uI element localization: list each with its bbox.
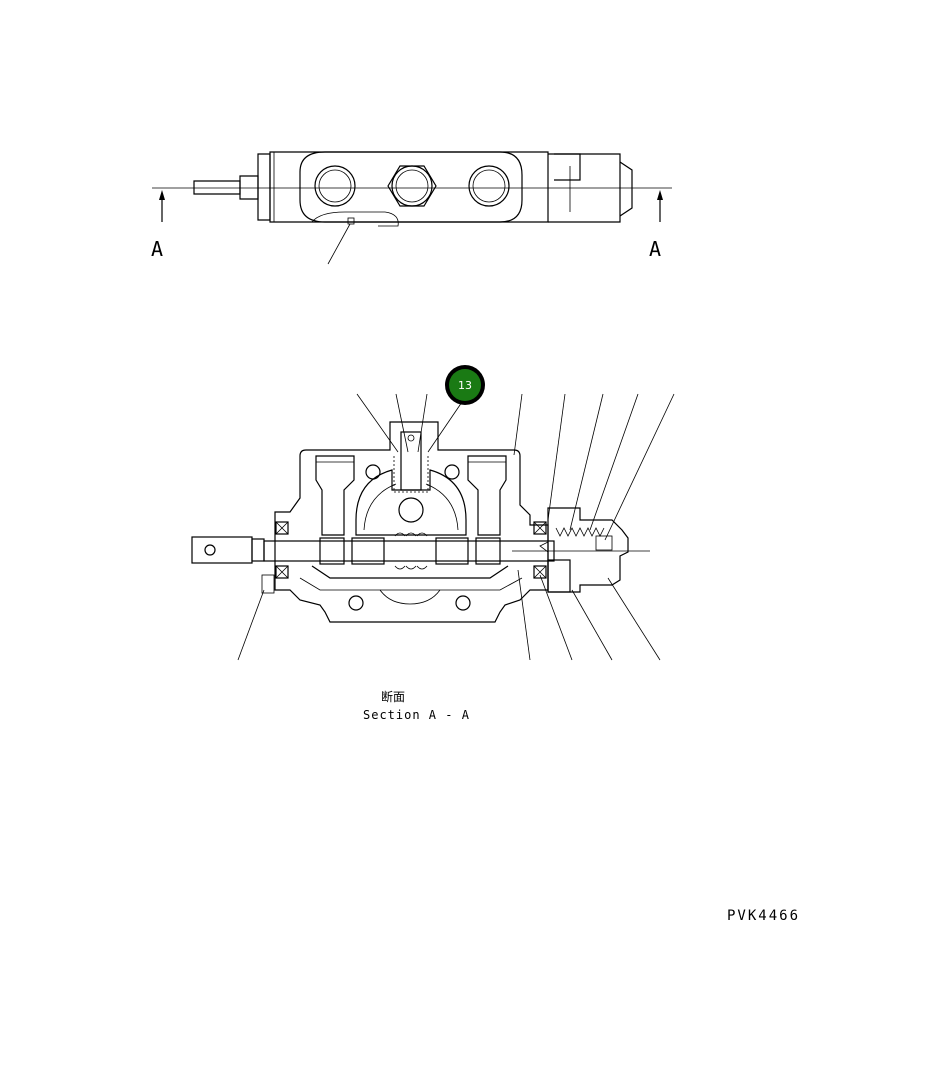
port-left: [314, 165, 356, 207]
spool-end-top: [193, 180, 241, 195]
section-arrow-left: [159, 190, 165, 222]
seal-left: [275, 521, 289, 579]
leader-lines-top: [356, 393, 675, 541]
leader-top: [327, 223, 351, 265]
check-poppet: [400, 431, 422, 491]
spool: [191, 532, 650, 570]
callout-badge[interactable]: 13: [445, 365, 485, 405]
caption-english: Section A - A: [363, 708, 470, 722]
spring-cap: [539, 507, 629, 593]
valve-body-section: [274, 421, 549, 623]
section-view: 13 断面 Section A - A: [191, 365, 675, 722]
drawing-code: PVK4466: [727, 908, 800, 924]
leader-lines-bottom: [237, 569, 661, 661]
port-right: [468, 165, 510, 207]
section-arrow-right: [657, 190, 663, 222]
port-center-hex: [387, 165, 437, 207]
valve-body-top: [269, 151, 549, 223]
callout-number: 13: [458, 379, 472, 392]
section-letter-left: A: [151, 237, 163, 261]
caption-japanese: 断面: [381, 689, 405, 704]
top-view: A A: [151, 151, 672, 265]
section-letter-right: A: [649, 237, 661, 261]
seal-right: [533, 521, 547, 579]
